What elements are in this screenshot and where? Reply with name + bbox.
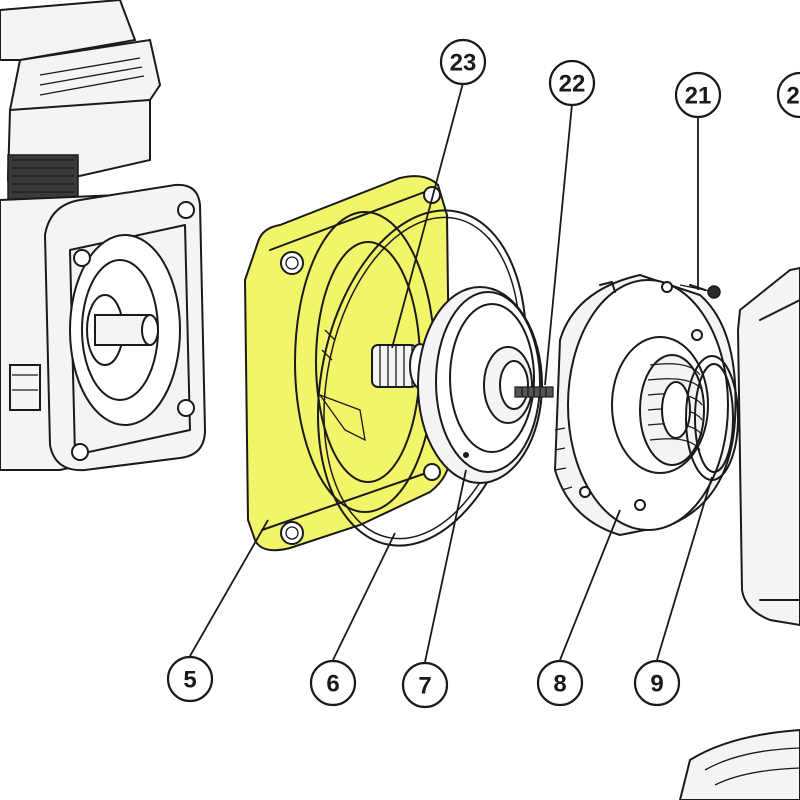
- part-5-seal-plate: [243, 175, 452, 552]
- callout-6-label: 6: [326, 671, 339, 698]
- callout-22: 22: [548, 59, 596, 107]
- motor-housing: [0, 0, 207, 472]
- callout-5: 5: [166, 655, 214, 703]
- callout-5-label: 5: [183, 667, 196, 694]
- callout-2-partial: 2: [776, 71, 800, 119]
- callout-23-label: 23: [450, 50, 477, 77]
- part-22-shaft: [514, 386, 554, 398]
- part-21-screw: [679, 284, 721, 299]
- callout-8: 8: [536, 659, 584, 707]
- callout-9: 9: [633, 659, 681, 707]
- callout-7: 7: [401, 661, 449, 709]
- callout-22-label: 22: [559, 71, 586, 98]
- callout-9-label: 9: [650, 671, 663, 698]
- callout-7-label: 7: [418, 673, 431, 700]
- callout-6: 6: [309, 659, 357, 707]
- callout-8-label: 8: [553, 671, 566, 698]
- callout-21: 21: [674, 71, 722, 119]
- pump-casing: [736, 266, 800, 627]
- lower-part-fragment: [678, 728, 800, 800]
- callout-2-partial-label: 2: [786, 83, 799, 110]
- part-8-diffuser: [553, 273, 737, 537]
- callout-23: 23: [439, 38, 487, 86]
- callout-21-label: 21: [685, 83, 712, 110]
- part-7-impeller: [417, 286, 543, 484]
- leader-lines: [189, 82, 713, 663]
